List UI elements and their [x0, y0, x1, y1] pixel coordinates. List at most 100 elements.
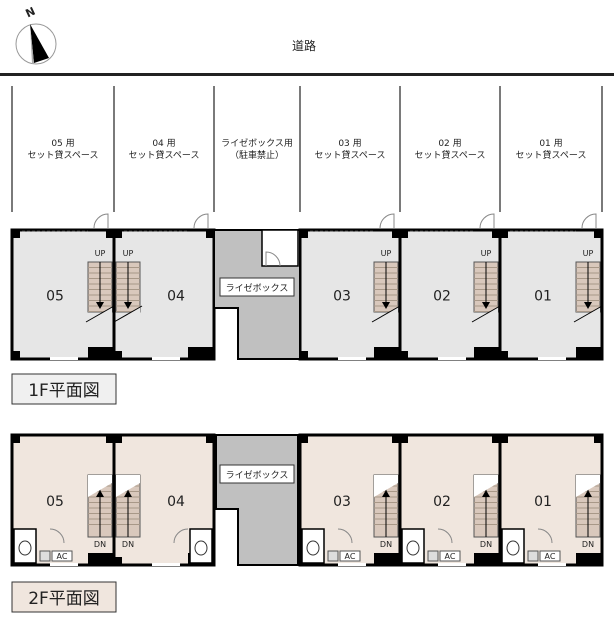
window: [50, 563, 78, 566]
stair-break-line: [471, 305, 501, 323]
raize-box: ライゼボックス: [215, 434, 299, 566]
stair-label: UP: [481, 249, 492, 258]
ac-label: AC: [345, 552, 356, 561]
window: [438, 357, 466, 360]
unit-number: 02: [433, 494, 451, 510]
door-swing-icon: [479, 213, 495, 229]
unit-02: 02 UP: [398, 213, 502, 361]
arrow-up-icon: [382, 490, 390, 497]
stair-cut: [474, 475, 498, 497]
door-swing-icon: [173, 528, 189, 544]
stairs: UP: [113, 249, 143, 324]
column: [500, 435, 508, 443]
column: [374, 347, 400, 359]
stair-label: UP: [123, 249, 134, 258]
door-swing-icon: [265, 251, 281, 267]
sink-icon: [39, 550, 51, 562]
stair-cut: [374, 475, 398, 497]
ac-unit: [339, 550, 361, 562]
stairs: DN: [473, 474, 499, 549]
column: [400, 351, 408, 359]
stair-label: DN: [582, 540, 594, 549]
window: [538, 563, 566, 566]
window: [338, 357, 366, 360]
column: [400, 230, 408, 238]
stair-cut: [116, 475, 140, 497]
unit-number: 01: [534, 289, 552, 305]
column: [206, 230, 214, 238]
stairs: DN: [87, 474, 113, 549]
floor1-title-box: 1F平面図: [11, 373, 117, 405]
column: [492, 230, 500, 238]
parking-space-sublabel: セット貸スペース: [129, 149, 200, 161]
column: [576, 347, 602, 359]
parking-space-sublabel: （駐車禁止）: [230, 149, 284, 161]
road-label: 道路: [292, 38, 316, 53]
door-swing-icon: [193, 213, 209, 229]
arrow-up-icon: [96, 490, 104, 497]
column: [114, 557, 122, 565]
toilet-icon: [506, 540, 520, 556]
column: [88, 347, 114, 359]
column: [114, 351, 122, 359]
door-swing-icon: [49, 528, 65, 544]
column: [500, 351, 508, 359]
door-swing-icon: [581, 213, 597, 229]
raize-box-label-frame: [219, 464, 295, 484]
unit-number: 02: [433, 289, 451, 305]
column: [114, 230, 122, 238]
door-swing-icon: [379, 213, 395, 229]
toilet-icon: [406, 540, 420, 556]
stairs: UP: [471, 249, 501, 324]
window: [50, 357, 78, 360]
toilet-icon: [194, 540, 208, 556]
ac-label: AC: [545, 552, 556, 561]
window: [152, 563, 180, 566]
column: [88, 553, 114, 565]
unit-number: 03: [333, 289, 351, 305]
column: [106, 435, 114, 443]
column: [400, 435, 408, 443]
raize-box-door-room: [261, 229, 299, 267]
stair-break-line: [371, 305, 401, 323]
column: [188, 347, 214, 359]
stairs: DN: [373, 474, 399, 549]
stair-label: DN: [94, 540, 106, 549]
stair-label: DN: [380, 540, 392, 549]
door-swing-icon: [93, 213, 109, 229]
column: [300, 230, 308, 238]
stair-break-line: [573, 305, 603, 323]
raize-box: ライゼボックス: [213, 229, 301, 360]
parking-space-label: 05 用: [51, 138, 74, 149]
column: [594, 230, 602, 238]
column: [392, 435, 400, 443]
arrow-down-icon: [482, 302, 490, 309]
column: [114, 435, 122, 443]
parking-space-label: ライゼボックス用: [221, 137, 293, 149]
ac-label: AC: [57, 552, 68, 561]
column: [594, 435, 602, 443]
arrow-down-icon: [96, 302, 104, 309]
door-swing-icon: [337, 528, 353, 544]
sink-icon: [427, 550, 439, 562]
stair-label: UP: [381, 249, 392, 258]
column: [206, 435, 214, 443]
floor2-title-box: 2F平面図: [11, 581, 117, 613]
ac-unit: [51, 550, 73, 562]
stairs: DN: [115, 474, 141, 549]
parking-space-sublabel: セット貸スペース: [28, 149, 99, 161]
road-edge-line: [0, 73, 614, 76]
stair-label: DN: [122, 540, 134, 549]
column: [492, 435, 500, 443]
stair-break-line: [113, 305, 143, 323]
